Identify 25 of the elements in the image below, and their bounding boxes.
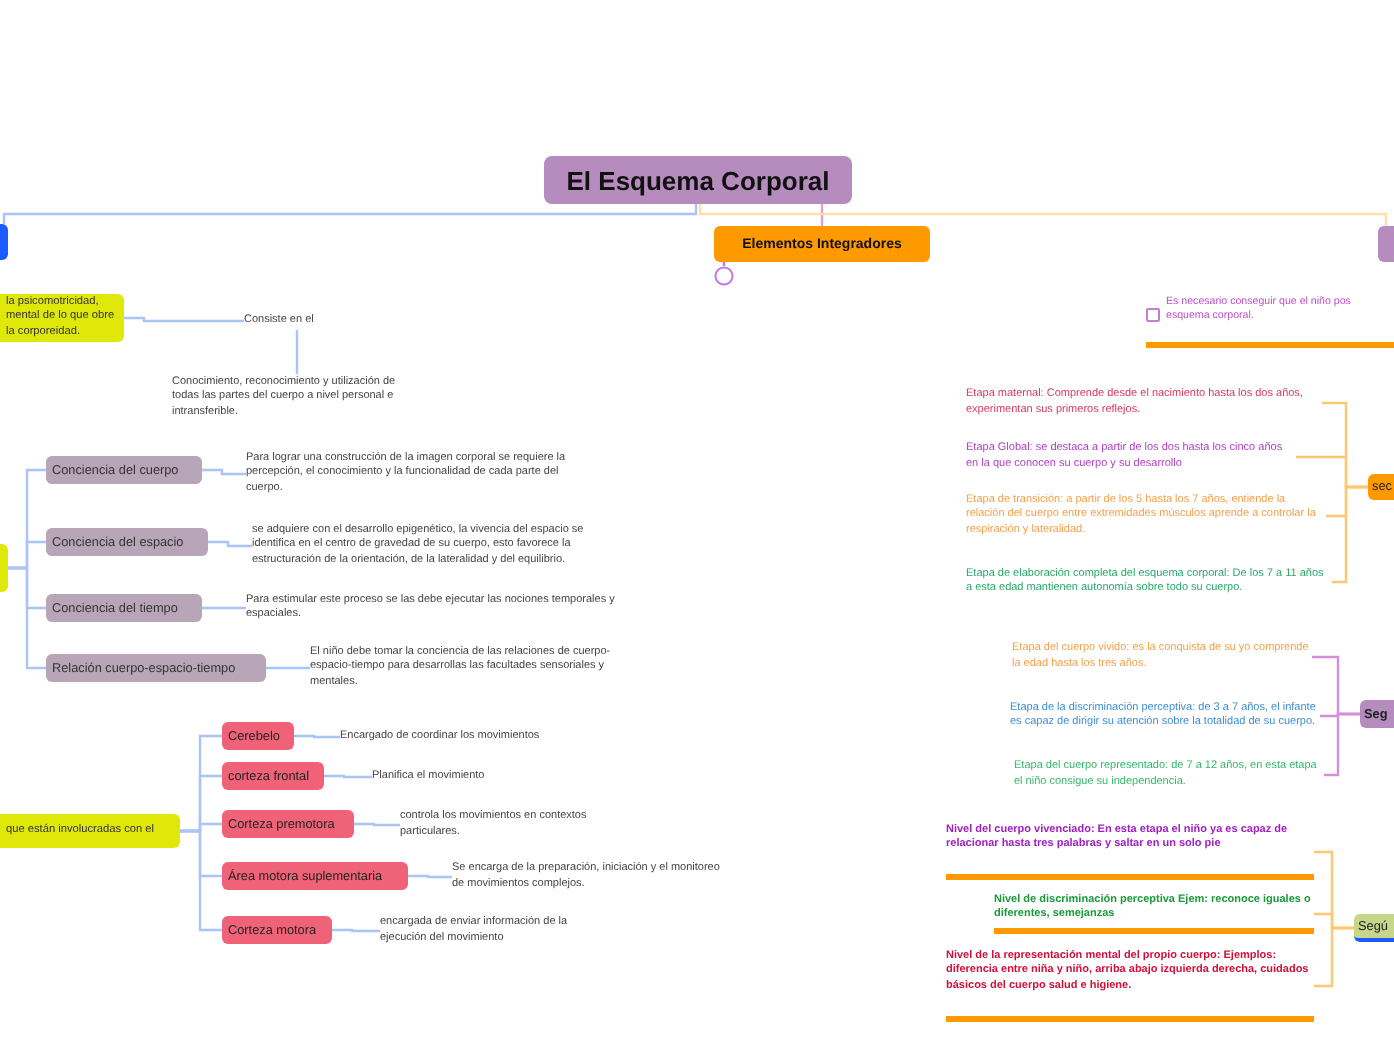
connector-line <box>408 874 452 879</box>
connector-line <box>1314 926 1354 988</box>
connector-line <box>354 822 400 827</box>
connector-line <box>1324 712 1360 777</box>
topic-box <box>0 224 8 260</box>
connector-line <box>295 330 299 374</box>
title-box: El Esquema Corporal <box>544 156 852 204</box>
topic-box <box>0 544 8 592</box>
connector-line <box>208 540 252 548</box>
connector-line <box>266 666 310 670</box>
connector-line <box>202 606 246 610</box>
connector-line <box>2 204 698 224</box>
connector-line <box>698 204 1388 226</box>
connector-line <box>202 468 246 476</box>
checkbox-note <box>1146 296 1394 348</box>
connector-line <box>332 928 380 933</box>
connector-line <box>820 204 824 226</box>
topic-box <box>1378 226 1394 262</box>
connector-line <box>124 316 244 323</box>
toggle-circle <box>714 266 734 286</box>
connector-line <box>294 734 340 739</box>
connector-line <box>180 829 222 932</box>
connector-line <box>324 774 372 779</box>
connector-line <box>8 566 46 670</box>
connector-line <box>1332 485 1368 584</box>
